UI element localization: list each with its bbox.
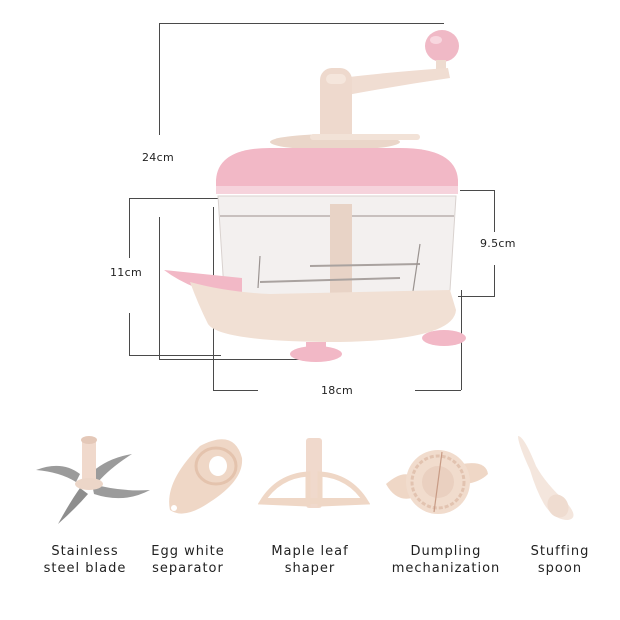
maple-leaf-shaper-image [258,438,370,508]
dimension-label-18cm: 18cm [319,384,355,397]
egg-separator-image [169,439,243,514]
accessory-label-maple-leaf-shaper: Maple leaf shaper [271,544,349,576]
dimension-label-24cm: 24cm [140,151,176,164]
steel-blade-image [36,436,150,524]
accessory-label-stuffing-spoon: Stuffing spoon [530,544,590,576]
accessory-label-egg-separator: Egg white separator [151,544,225,576]
dumpling-maker-image [386,450,488,514]
stuffing-spoon-image [518,436,574,520]
accessory-label-dumpling-mechanization: Dumpling mechanization [391,544,501,576]
dimension-label-11cm: 11cm [108,266,144,279]
accessory-label-steel-blade: Stainless steel blade [43,544,127,576]
dimension-label-9-5cm: 9.5cm [478,237,518,250]
food-chopper-image [164,30,466,362]
